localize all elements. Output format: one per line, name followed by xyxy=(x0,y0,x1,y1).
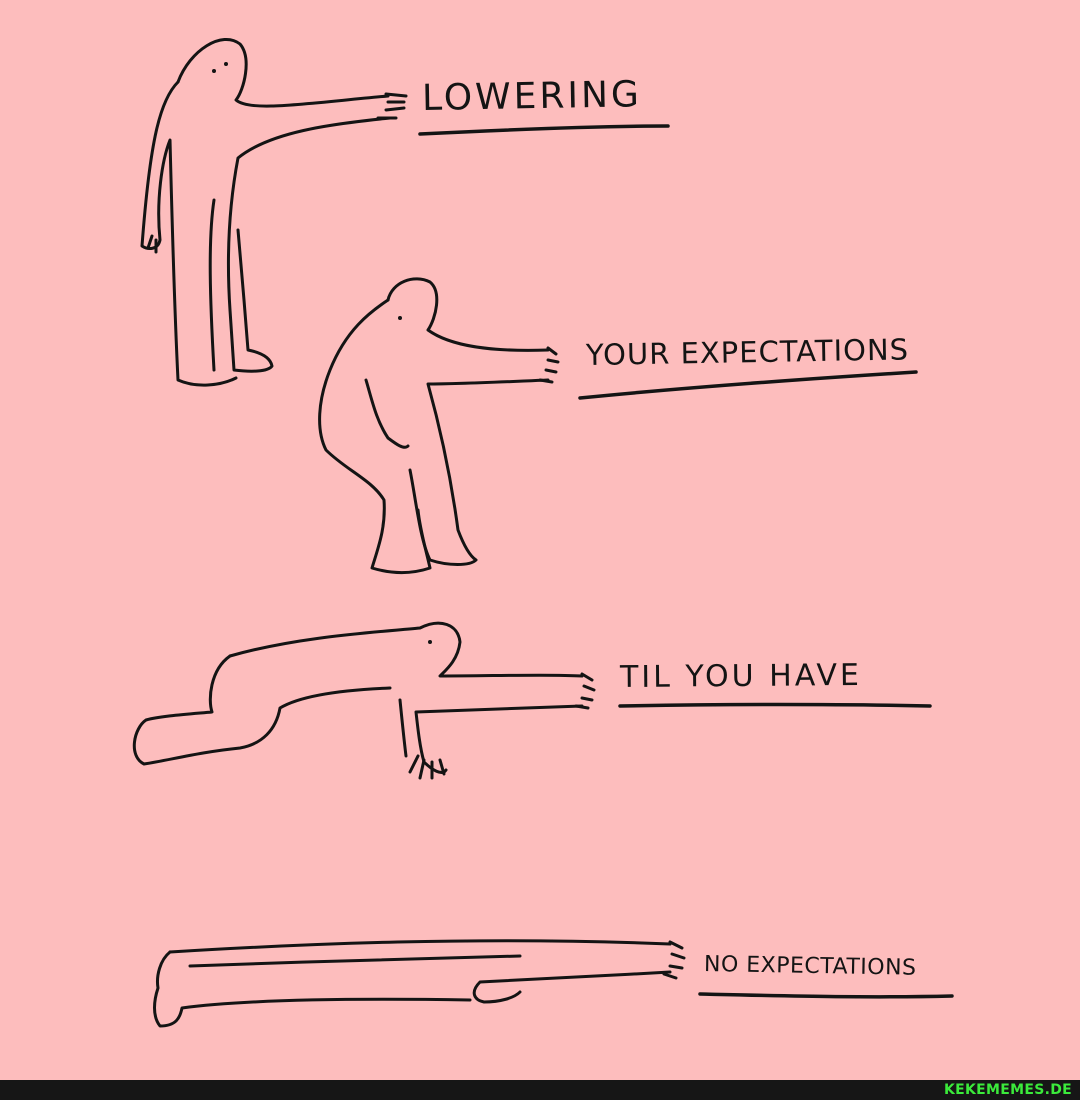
underline-1 xyxy=(418,124,670,136)
crouching-figure xyxy=(318,277,560,574)
caption-your-expectations: YOUR EXPECTATIONS xyxy=(585,332,910,372)
crawling-figure xyxy=(132,621,596,780)
caption-no-expectations: NO EXPECTATIONS xyxy=(703,952,917,981)
underline-2 xyxy=(578,370,918,400)
caption-lowering: LOWERING xyxy=(421,74,643,119)
caption-til-you-have: TIL YOU HAVE xyxy=(619,657,863,695)
underline-3 xyxy=(618,702,932,708)
watermark-text: KEKEMEMES.DE xyxy=(943,1082,1072,1098)
underline-4 xyxy=(698,992,954,999)
lying-figure xyxy=(153,939,686,1028)
standing-figure xyxy=(140,38,408,387)
watermark-bar: KEKEMEMES.DE xyxy=(0,1080,1080,1100)
